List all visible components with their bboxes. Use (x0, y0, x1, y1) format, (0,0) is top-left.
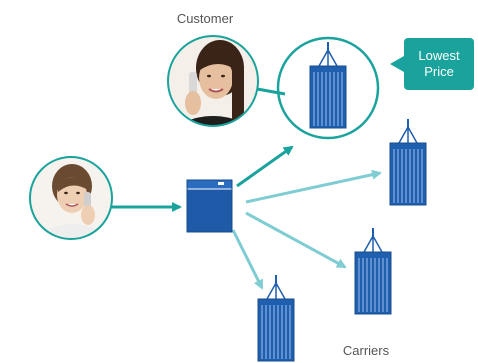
switch-to-carrier-2-arrow (245, 169, 382, 204)
callout-line-2: Price (424, 64, 454, 79)
carrier-building-icon (389, 118, 427, 206)
customer-label: Customer (176, 11, 234, 26)
switch-to-carrier-3-arrow (245, 211, 347, 269)
carrier-building-icon (354, 227, 392, 315)
switch-to-carrier-4-arrow (231, 229, 264, 290)
carriers-label: Carriers (342, 343, 390, 358)
pbx-switch-icon (186, 179, 233, 233)
lowest-price-highlight (276, 36, 380, 140)
lowest-price-callout: Lowest Price (404, 38, 474, 90)
caller-photo (29, 156, 113, 240)
switch-to-lowest-carrier-arrow (236, 145, 294, 188)
callout-pointer (390, 56, 404, 72)
callout-line-1: Lowest (418, 48, 460, 63)
carrier-building-icon (257, 274, 295, 362)
customer-photo (167, 35, 259, 127)
carrier-building-icon (309, 41, 347, 129)
